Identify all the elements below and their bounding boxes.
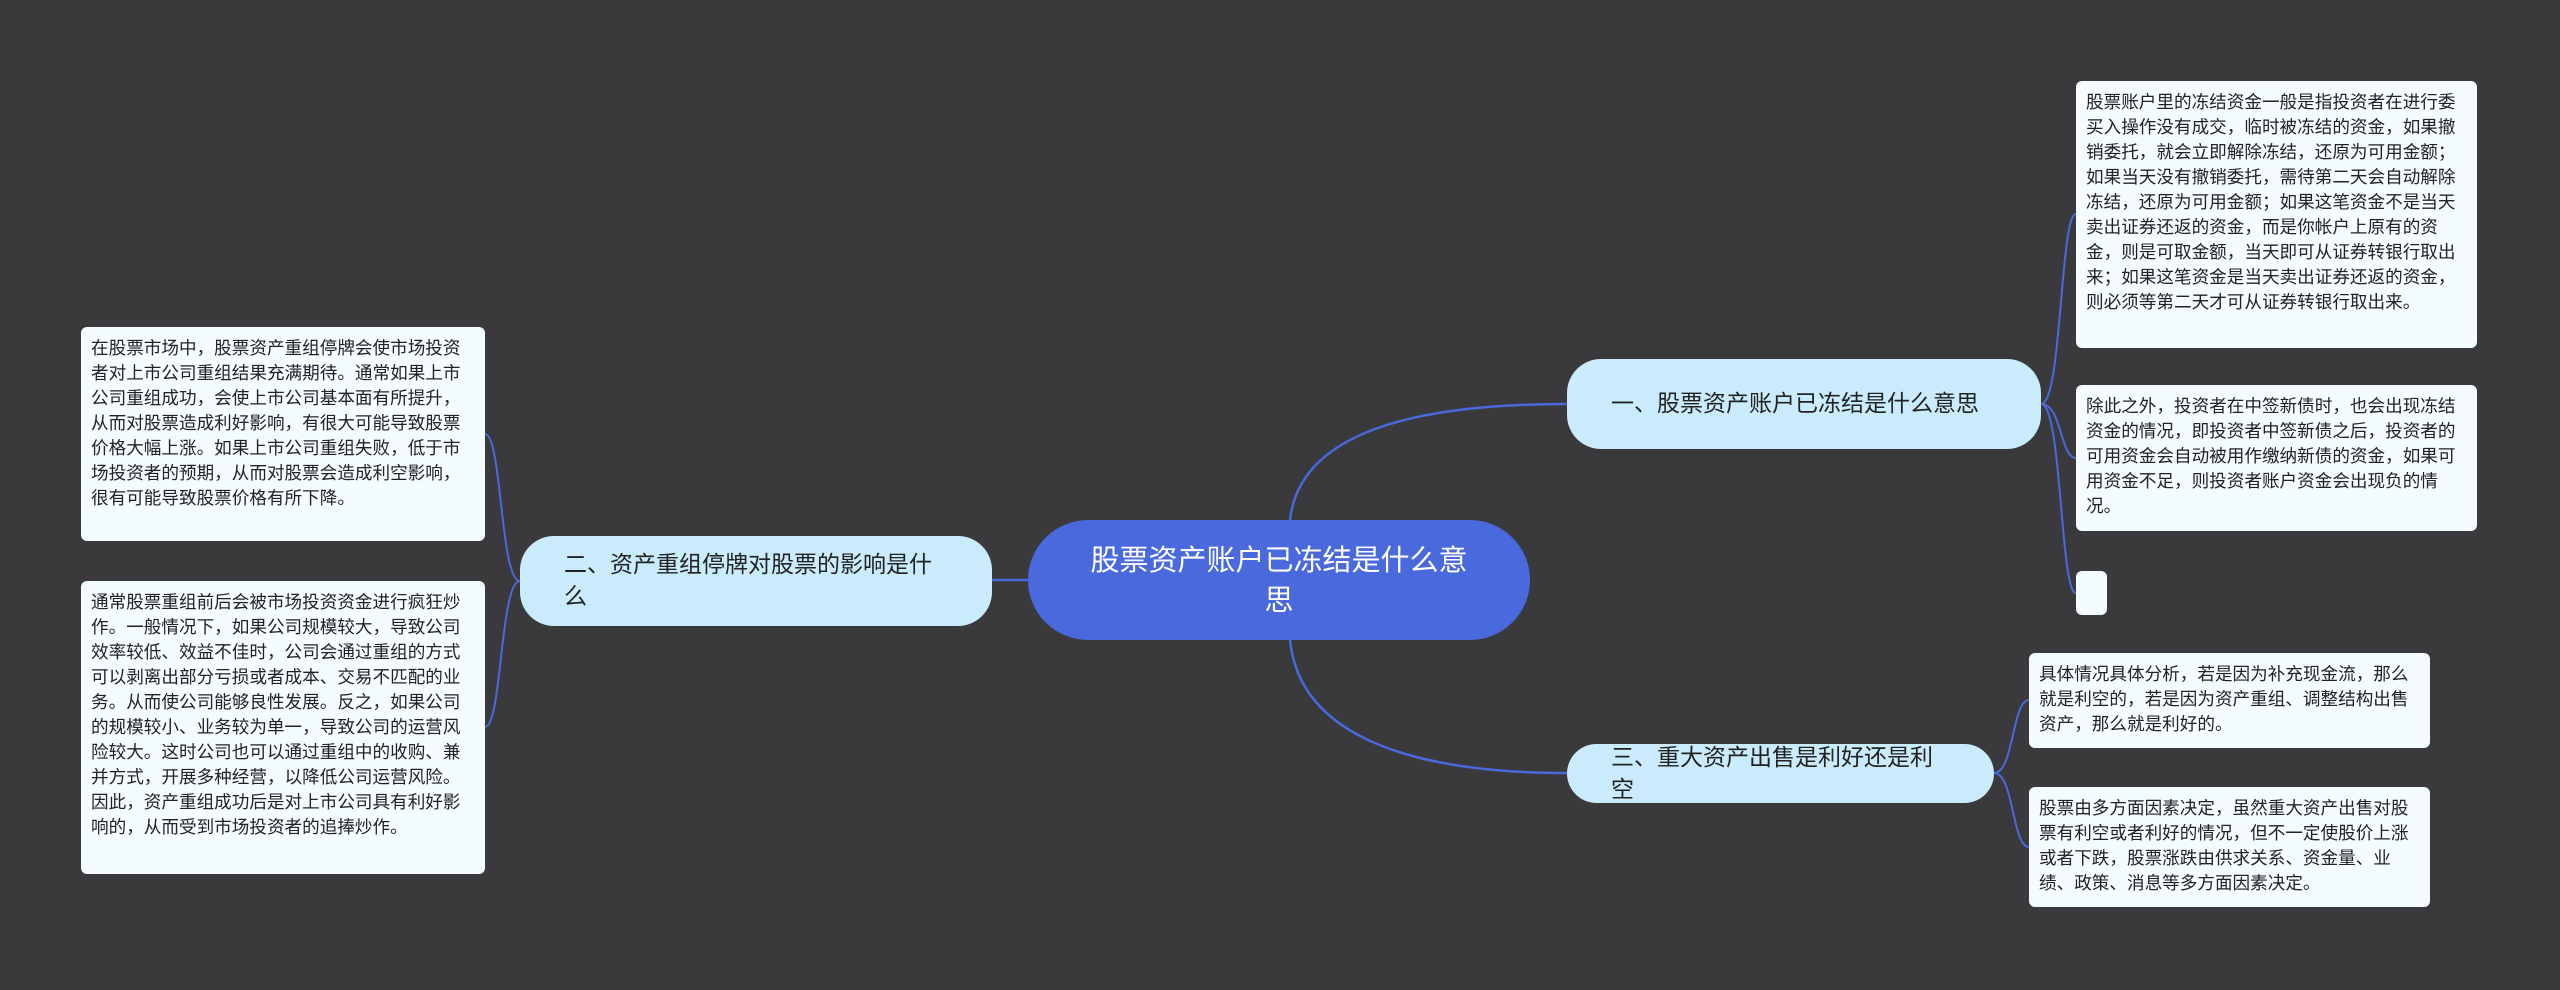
leaf-topic-1-1[interactable]: 股票账户里的冻结资金一般是指投资者在进行委买入操作没有成交，临时被冻结的资金，如… bbox=[2076, 81, 2477, 348]
leaf-topic-3-2[interactable]: 股票由多方面因素决定，虽然重大资产出售对股票有利空或者利好的情况，但不一定使股价… bbox=[2029, 787, 2430, 907]
leaf-topic-3-1[interactable]: 具体情况具体分析，若是因为补充现金流，那么就是利空的，若是因为资产重组、调整结构… bbox=[2029, 653, 2430, 748]
connector-root-b1 bbox=[1288, 402, 1568, 521]
leaf-topic-2-2[interactable]: 通常股票重组前后会被市场投资资金进行疯狂炒作。一般情况下，如果公司规模较大，导致… bbox=[81, 581, 485, 874]
branch-topic-2[interactable]: 二、资产重组停牌对股票的影响是什么 bbox=[520, 536, 992, 626]
leaf-topic-1-2[interactable]: 除此之外，投资者在中签新债时，也会出现冻结资金的情况，即投资者中签新债之后，投资… bbox=[2076, 385, 2477, 531]
branch-topic-2-label: 二、资产重组停牌对股票的影响是什么 bbox=[564, 552, 932, 610]
branch-topic-1[interactable]: 一、股票资产账户已冻结是什么意思 bbox=[1567, 359, 2041, 449]
connector-b3-l32 bbox=[1993, 772, 2030, 848]
connector-root-b3 bbox=[1288, 639, 1568, 775]
connector-b2-l21 bbox=[484, 433, 521, 582]
connector-b1-l13 bbox=[2040, 403, 2077, 594]
branch-topic-3[interactable]: 三、重大资产出售是利好还是利空 bbox=[1567, 744, 1994, 803]
connector-b2-l22 bbox=[484, 580, 521, 728]
root-topic[interactable]: 股票资产账户已冻结是什么意思 bbox=[1028, 520, 1530, 640]
branch-topic-1-label: 一、股票资产账户已冻结是什么意思 bbox=[1611, 391, 1979, 417]
branch-topic-3-label: 三、重大资产出售是利好还是利空 bbox=[1611, 744, 1933, 803]
root-topic-label: 股票资产账户已冻结是什么意思 bbox=[1090, 543, 1468, 617]
leaf-topic-1-3-empty[interactable] bbox=[2076, 571, 2107, 615]
connector-b1-l11 bbox=[2040, 213, 2077, 405]
connector-b1-l12 bbox=[2040, 403, 2077, 459]
connector-b3-l31 bbox=[1993, 699, 2030, 774]
leaf-topic-2-1[interactable]: 在股票市场中，股票资产重组停牌会使市场投资者对上市公司重组结果充满期待。通常如果… bbox=[81, 327, 485, 541]
